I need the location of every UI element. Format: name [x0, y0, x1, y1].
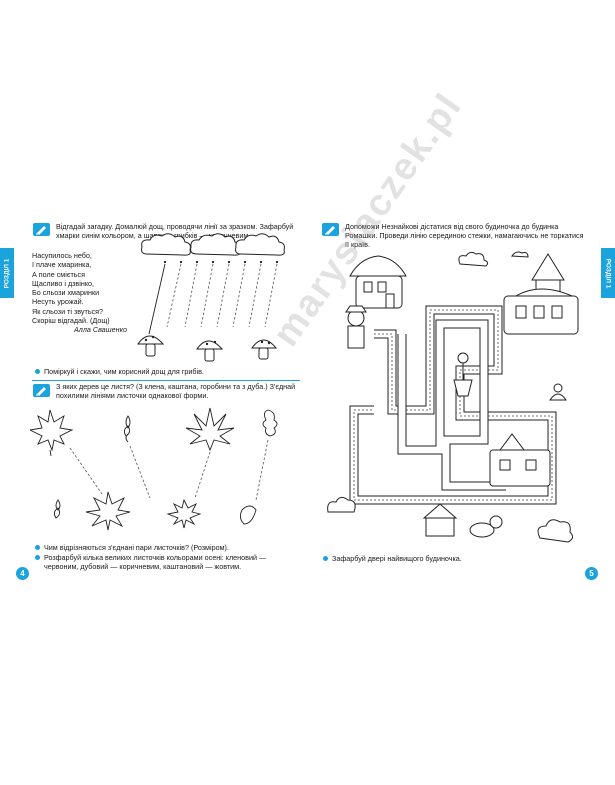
page-number-right: 5	[585, 567, 598, 580]
poem-line: Щасливо і дзвінко,	[32, 278, 95, 288]
maze-task-line1: Допоможи Незнайкові дістатися від свого …	[345, 222, 559, 231]
bullet-dot	[35, 545, 40, 550]
maze-bullet-text: Зафарбуй двері найвищого будиночка.	[332, 554, 462, 563]
task2-text-line2: похилими лініями листочки однакової форм…	[56, 391, 209, 400]
task1-text-line2: хмарки синім кольором, а шапочки грибків…	[56, 231, 251, 240]
task2-question: Чим відрізняються з'єднані пари листочкі…	[44, 543, 229, 552]
maze-task-line2: Ромашки. Проведи лінію серединою стежки,…	[345, 231, 584, 240]
task1-question: Поміркуй і скажи, чим корисний дощ для г…	[44, 367, 204, 376]
task2-coloring-line2: червоним, дубовий — коричневим, каштанов…	[44, 562, 242, 571]
task2-text-line1: З яких дерев це листя? (З клена, каштана…	[56, 382, 296, 391]
poem-author: Алла Свашенко	[74, 325, 127, 335]
poem-line: А поле сміється	[32, 269, 86, 279]
bullet-dot	[35, 369, 40, 374]
poem-line: Як сльози ті звуться?	[32, 306, 104, 316]
pencil-task-icon	[33, 384, 50, 397]
maze-task-line3: її країв.	[345, 240, 370, 249]
bullet-dot	[323, 556, 328, 561]
rain-clouds-illustration	[137, 233, 285, 362]
page-number-left: 4	[16, 567, 29, 580]
poem-line: Несуть урожай.	[32, 297, 84, 307]
task1-text-line1: Відгадай загадку. Домалюй дощ, проводячи…	[56, 222, 294, 231]
section-tab-right: РОЗДІЛ 1	[601, 248, 615, 298]
poem-line: І плаче хмаринка,	[32, 260, 92, 270]
bullet-dot	[35, 555, 40, 560]
poem-line: Бо сльози хмаринки	[32, 288, 100, 298]
section-divider	[32, 380, 300, 381]
riddle-poem: Насупилось небо, І плаче хмаринка, А пол…	[32, 251, 127, 335]
pencil-task-icon	[33, 223, 50, 236]
maze-illustration	[327, 251, 579, 543]
leaves-matching-illustration	[30, 407, 278, 531]
section-tab-left: РОЗДІЛ 1	[0, 248, 14, 298]
poem-line: Скоріш відгадай. (Дощ)	[32, 316, 110, 326]
poem-line: Насупилось небо,	[32, 251, 92, 260]
pencil-task-icon	[322, 223, 339, 236]
task2-coloring-line1: Розфарбуй кілька великих листочків кольо…	[44, 553, 267, 562]
